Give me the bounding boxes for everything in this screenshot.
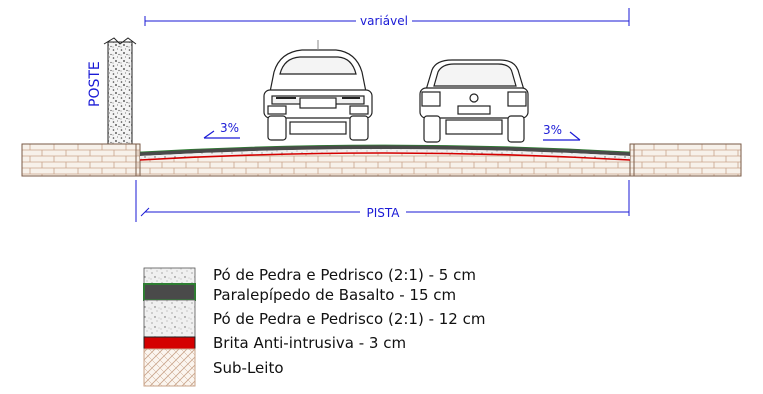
post: POSTE	[87, 37, 137, 145]
bottom-dimension: PISTA	[135, 180, 630, 222]
swatch-stone-dust-thick	[143, 299, 196, 338]
legend-item-3: Pó de Pedra e Pedrisco (2:1) - 12 cm	[213, 310, 485, 328]
top-dimension: variável	[144, 8, 630, 28]
swatch-stone-dust-thin	[143, 267, 196, 285]
slope-right-label: 3%	[543, 123, 562, 137]
left-sidewalk	[21, 143, 141, 177]
road-pavement	[135, 144, 635, 177]
slope-left-label: 3%	[220, 121, 239, 135]
legend-item-4: Brita Anti-intrusiva - 3 cm	[213, 334, 406, 352]
poste-label: POSTE	[87, 61, 103, 107]
legend-item-5: Sub-Leito	[213, 359, 284, 377]
legend: Pó de Pedra e Pedrisco (2:1) - 5 cm Para…	[143, 266, 485, 387]
swatch-subgrade	[143, 348, 196, 387]
slope-right: 3%	[543, 123, 581, 141]
width-label: variável	[360, 14, 408, 28]
left-car	[263, 40, 373, 141]
swatch-anti-intrusive-gravel	[143, 336, 196, 350]
legend-item-2: Paralepípedo de Basalto - 15 cm	[213, 286, 456, 304]
swatch-basalt-paver	[143, 283, 196, 301]
legend-item-1: Pó de Pedra e Pedrisco (2:1) - 5 cm	[213, 266, 476, 284]
right-car	[419, 59, 529, 143]
slope-left: 3%	[203, 121, 240, 139]
right-sidewalk	[629, 143, 742, 177]
pista-label: PISTA	[367, 206, 401, 220]
